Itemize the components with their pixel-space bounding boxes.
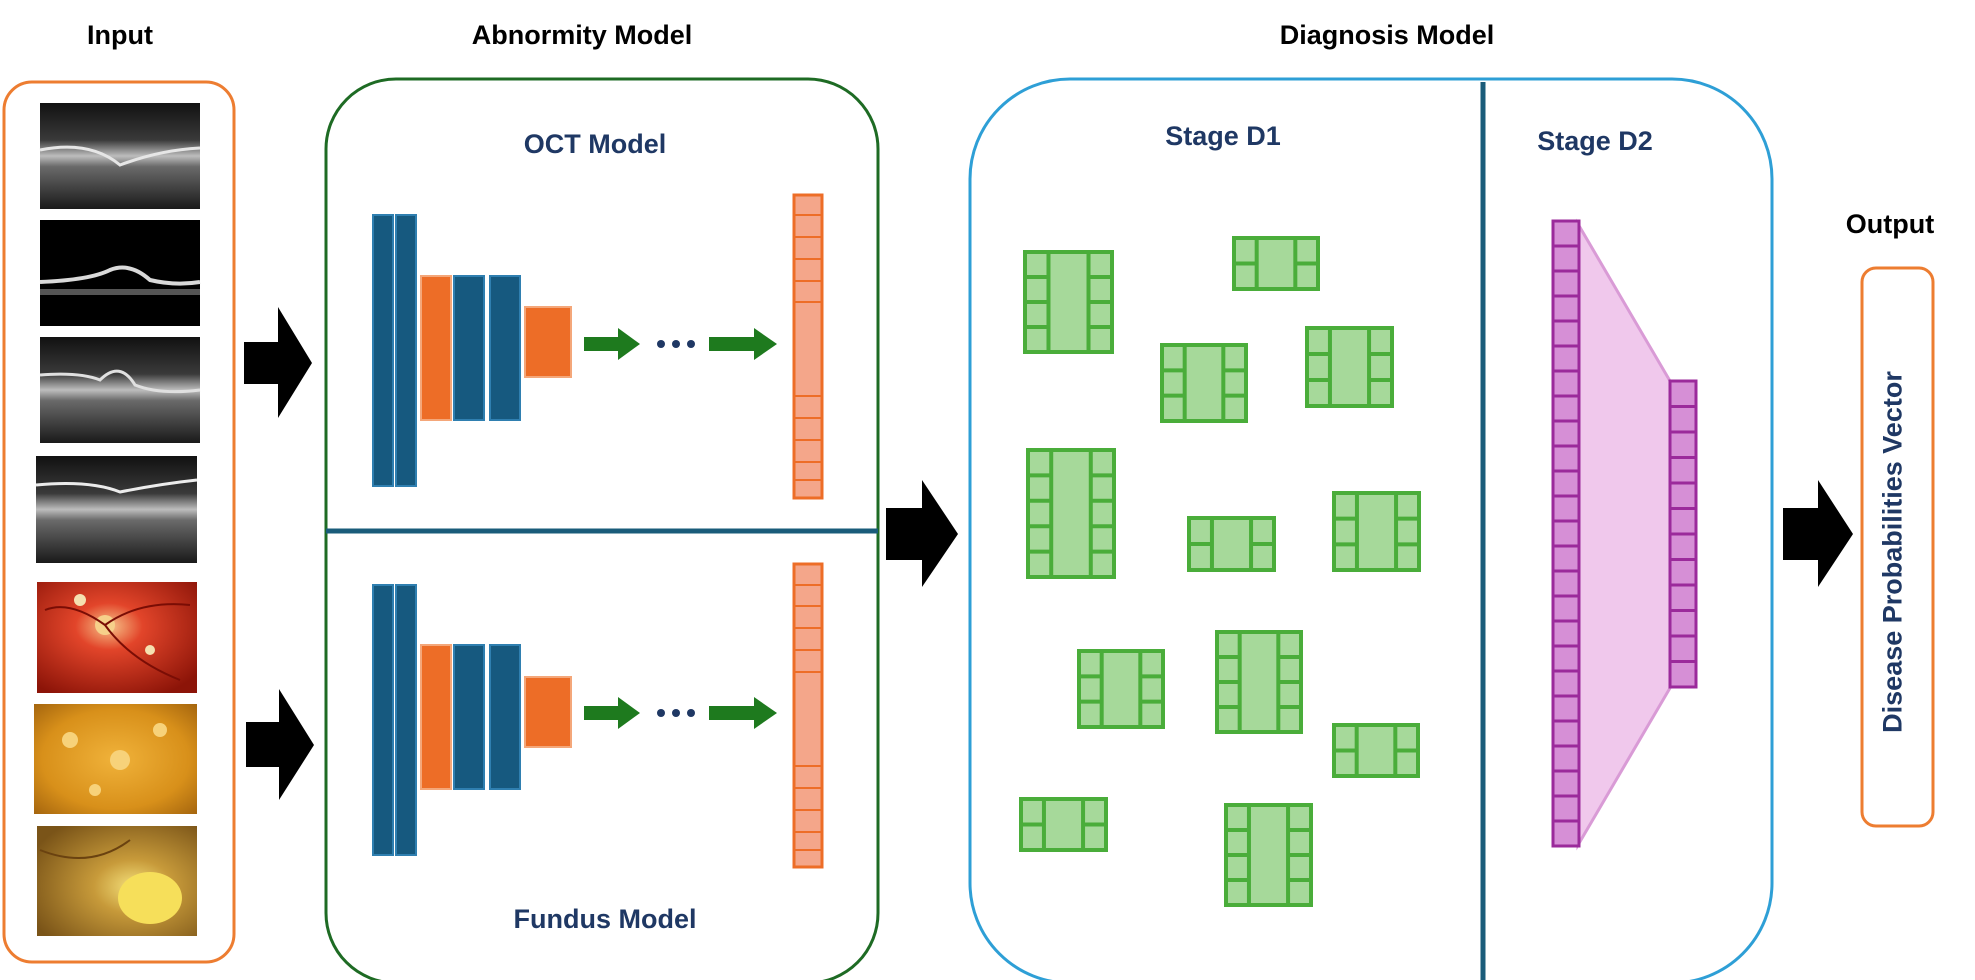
- d1-cluster: [1332, 491, 1421, 572]
- d2-neuron: [1551, 444, 1581, 473]
- d2-neuron: [1551, 619, 1581, 648]
- d1-cluster: [1026, 448, 1116, 579]
- oct-output-layer: [792, 193, 824, 500]
- d2-neuron: [1668, 507, 1698, 536]
- d2-neuron: [1551, 269, 1581, 298]
- abnormity-to-diagnosis-arrow-icon: [886, 480, 958, 587]
- fundus-output-layer: [792, 562, 824, 869]
- d2-neuron: [1551, 244, 1581, 273]
- d1-cluster: [1332, 723, 1420, 778]
- d2-neuron: [1551, 394, 1581, 423]
- d2-neuron: [1551, 319, 1581, 348]
- input-image-oct-1: [39, 103, 201, 209]
- input-image-fundus-3: [37, 826, 197, 936]
- input-image-oct-3: [39, 337, 201, 443]
- d2-neuron: [1551, 819, 1581, 848]
- d2-neuron: [1551, 694, 1581, 723]
- d2-neuron: [1668, 583, 1698, 612]
- fundus-cnn: [372, 562, 824, 869]
- input-image-oct-2: [39, 220, 201, 326]
- diagnosis-model-panel: [968, 77, 1774, 980]
- diagnosis-model-title: Diagnosis Model: [1279, 20, 1495, 50]
- oct-cnn: [372, 193, 824, 500]
- d2-neuron: [1551, 769, 1581, 798]
- d2-neuron: [1551, 644, 1581, 673]
- stage-d2-input-layer: [1551, 219, 1581, 848]
- d2-neuron: [1551, 719, 1581, 748]
- d2-neuron: [1668, 609, 1698, 638]
- d2-neuron: [1668, 558, 1698, 587]
- oct-flow-arrow-1-icon: [584, 328, 640, 360]
- stage-d2-output-layer: [1668, 379, 1698, 689]
- d2-neuron: [1551, 794, 1581, 823]
- fundus-flow-arrow-2-icon: [709, 697, 777, 729]
- input-arrow-top-icon: [244, 307, 312, 418]
- d2-neuron: [1551, 569, 1581, 598]
- d1-cluster: [1160, 343, 1248, 423]
- d1-cluster: [1019, 797, 1108, 852]
- d2-neuron: [1668, 660, 1698, 689]
- d2-neuron: [1551, 369, 1581, 398]
- d1-cluster: [1187, 516, 1276, 572]
- d2-neuron: [1551, 219, 1581, 248]
- fundus-flow-arrow-1-icon: [584, 697, 640, 729]
- fundus-model-title: Fundus Model: [513, 904, 697, 934]
- d2-neuron: [1551, 594, 1581, 623]
- d1-cluster: [1215, 630, 1303, 734]
- stage-d2-title: Stage D2: [1537, 126, 1653, 156]
- d2-neuron: [1551, 669, 1581, 698]
- d2-neuron: [1668, 430, 1698, 459]
- input-image-fundus-2: [34, 704, 197, 814]
- d2-neuron: [1551, 344, 1581, 373]
- stage-d2-network: [1551, 218, 1698, 851]
- input-arrow-bottom-icon: [246, 689, 314, 800]
- d1-cluster: [1232, 236, 1320, 291]
- input-image-fundus-1: [37, 582, 197, 693]
- d2-neuron: [1668, 405, 1698, 434]
- d2-neuron: [1551, 294, 1581, 323]
- oct-flow-arrow-2-icon: [709, 328, 777, 360]
- d1-cluster: [1305, 326, 1394, 408]
- oct-model-title: OCT Model: [523, 129, 667, 159]
- input-image-oct-4: [35, 456, 198, 563]
- output-vector-box: [1860, 266, 1935, 828]
- stage-d1-clusters: [1019, 236, 1421, 907]
- input-title: Input: [87, 20, 153, 50]
- d2-neuron: [1668, 532, 1698, 561]
- stage-d1-title: Stage D1: [1165, 121, 1281, 151]
- d1-cluster: [1077, 649, 1165, 729]
- d2-neuron: [1551, 419, 1581, 448]
- d2-neuron: [1551, 519, 1581, 548]
- diagnosis-to-output-arrow-icon: [1783, 480, 1853, 587]
- d1-cluster: [1023, 250, 1114, 354]
- d1-cluster: [1224, 803, 1313, 907]
- output-title: Output: [1845, 209, 1935, 239]
- d2-neuron: [1551, 544, 1581, 573]
- d2-neuron: [1668, 379, 1698, 408]
- disease-probabilities-vector-label: Disease Probabilities Vector: [1877, 371, 1908, 733]
- d2-neuron: [1668, 634, 1698, 663]
- d2-neuron: [1668, 456, 1698, 485]
- input-panel: [2, 80, 236, 964]
- d2-neuron: [1668, 481, 1698, 510]
- d2-neuron: [1551, 469, 1581, 498]
- d2-neuron: [1551, 494, 1581, 523]
- d2-neuron: [1551, 744, 1581, 773]
- abnormity-model-title: Abnormity Model: [471, 20, 693, 50]
